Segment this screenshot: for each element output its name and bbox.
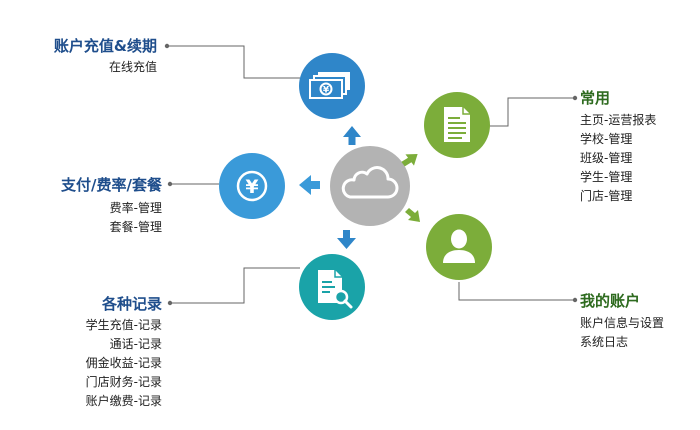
account-items: 账户信息与设置 系统日志 <box>580 314 664 352</box>
connector-common <box>490 97 575 127</box>
topup-heading: 账户充值&续期 <box>53 37 157 55</box>
records-items: 学生充值-记录 通话-记录 佣金收益-记录 门店财务-记录 账户缴费-记录 <box>0 316 162 411</box>
user-icon <box>443 229 475 263</box>
center-circle <box>330 146 410 226</box>
arrow-upright <box>401 154 418 167</box>
list-item: 在线充值 <box>108 60 157 74</box>
list-item: 班级-管理 <box>580 151 633 165</box>
list-item: 门店财务-记录 <box>85 375 162 389</box>
list-item: 学生充值-记录 <box>85 318 162 332</box>
banknote-icon: ¥ <box>309 72 350 99</box>
account-labels: 我的账户 账户信息与设置 系统日志 <box>580 291 664 352</box>
arrow-left <box>299 175 320 195</box>
list-item: 佣金收益-记录 <box>85 356 162 370</box>
cloud-icon <box>341 166 399 199</box>
topup-items: 在线充值 <box>0 58 157 77</box>
topup-labels: 账户充值&续期 在线充值 <box>0 36 157 77</box>
account-heading: 我的账户 <box>580 292 641 310</box>
list-item: 账户信息与设置 <box>580 316 665 330</box>
arrow-downright <box>405 208 420 222</box>
connector-records <box>170 267 300 304</box>
arrow-up <box>343 126 361 145</box>
pay-heading: 支付/费率/套餐 <box>61 176 162 194</box>
records-labels: 各种记录 学生充值-记录 通话-记录 佣金收益-记录 门店财务-记录 账户缴费-… <box>0 294 162 411</box>
list-item: 账户缴费-记录 <box>85 394 162 408</box>
connector-topup <box>167 45 300 79</box>
arrow-down <box>337 230 356 249</box>
pay-labels: 支付/费率/套餐 费率-管理 套餐-管理 <box>0 175 162 237</box>
list-item: 系统日志 <box>580 335 629 349</box>
common-items: 主页-运营报表 学校-管理 班级-管理 学生-管理 门店-管理 <box>580 111 656 206</box>
pay-circle <box>219 153 285 219</box>
connector-account <box>458 282 575 301</box>
records-heading: 各种记录 <box>101 295 162 313</box>
document-search-icon <box>318 270 353 309</box>
svg-text:¥: ¥ <box>323 86 330 96</box>
common-heading: 常用 <box>580 89 611 107</box>
list-item: 学生-管理 <box>580 170 633 184</box>
list-item: 通话-记录 <box>109 337 162 351</box>
yen-icon: ¥ <box>245 176 258 198</box>
list-item: 套餐-管理 <box>109 220 162 234</box>
common-labels: 常用 主页-运营报表 学校-管理 班级-管理 学生-管理 门店-管理 <box>580 88 656 206</box>
list-item: 学校-管理 <box>580 132 633 146</box>
list-item: 主页-运营报表 <box>580 113 657 127</box>
list-item: 费率-管理 <box>109 201 162 215</box>
document-icon <box>444 107 470 142</box>
list-item: 门店-管理 <box>580 189 633 203</box>
pay-items: 费率-管理 套餐-管理 <box>0 199 162 237</box>
